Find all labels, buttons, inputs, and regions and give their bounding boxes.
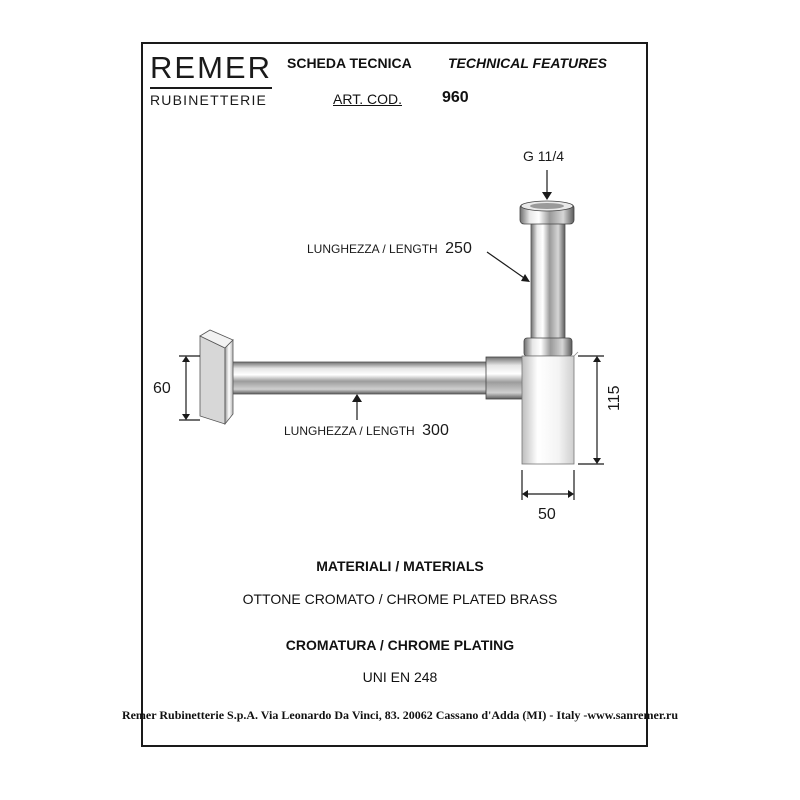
plating-title: CROMATURA / CHROME PLATING	[285, 637, 515, 653]
horizontal-pipe	[213, 356, 527, 400]
vertical-length-label: LUNGHEZZA / LENGTH 250	[307, 240, 472, 258]
flange-height-dimension	[179, 355, 200, 421]
sheet-border	[141, 42, 648, 747]
horizontal-length-prefix: LUNGHEZZA / LENGTH	[284, 424, 415, 438]
body-height-dimension	[578, 355, 604, 465]
art-cod-value: 960	[442, 89, 469, 106]
brand-logo: REMER	[150, 50, 272, 85]
art-cod-label: ART. COD.	[333, 91, 402, 107]
brand-divider	[150, 87, 272, 89]
vertical-length-value: 250	[445, 240, 472, 257]
materials-value: OTTONE CROMATO / CHROME PLATED BRASS	[242, 591, 558, 607]
brand-subtitle: RUBINETTERIE	[150, 92, 268, 108]
title-english: TECHNICAL FEATURES	[448, 55, 607, 71]
title-italian: SCHEDA TECNICA	[287, 55, 412, 71]
horizontal-length-value: 300	[422, 422, 449, 439]
footer-address: Remer Rubinetterie S.p.A. Via Leonardo D…	[121, 708, 679, 722]
materials-title: MATERIALI / MATERIALS	[316, 558, 484, 574]
body-height-value: 115	[606, 385, 623, 411]
body-width-dimension	[521, 470, 575, 500]
body-width-value: 50	[538, 506, 556, 523]
wall-flange	[199, 329, 234, 426]
vertical-length-prefix: LUNGHEZZA / LENGTH	[307, 242, 438, 256]
thread-label: G 11/4	[523, 148, 564, 164]
horizontal-length-label: LUNGHEZZA / LENGTH 300	[284, 422, 449, 440]
vertical-length-leader	[486, 251, 528, 281]
flange-height-value: 60	[153, 380, 171, 397]
trap-body	[521, 351, 579, 465]
vertical-pipe	[519, 200, 575, 357]
plating-value: UNI EN 248	[362, 669, 438, 685]
